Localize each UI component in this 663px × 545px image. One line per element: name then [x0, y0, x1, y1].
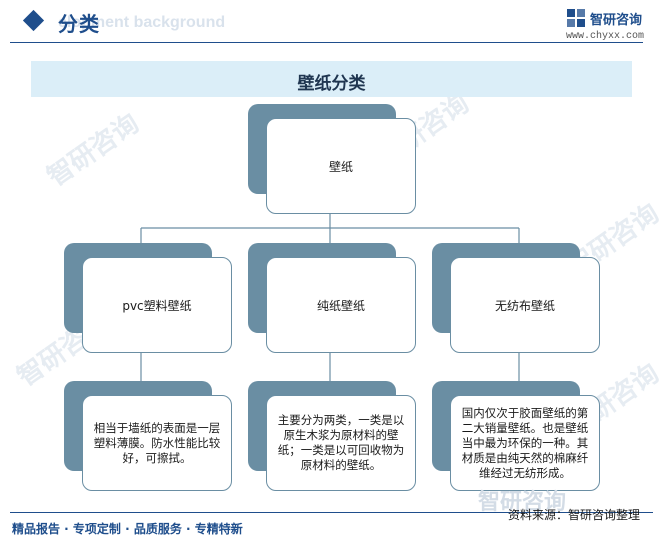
description-node: 主要分为两类，一类是以原生木浆为原材料的壁纸；一类是以可回收物为原材料的壁纸。	[248, 381, 416, 491]
description-node: 国内仅次于胶面壁纸的第二大销量壁纸。也是壁纸当中最为环保的一种。其材质是由纯天然…	[432, 381, 600, 491]
node-card: 国内仅次于胶面壁纸的第二大销量壁纸。也是壁纸当中最为环保的一种。其材质是由纯天然…	[450, 395, 600, 491]
footer-divider	[10, 512, 653, 513]
root-node-label: 壁纸	[328, 159, 353, 174]
category-description: 相当于墙纸的表面是一层塑料薄膜。防水性能比较好，可擦拭。	[93, 420, 221, 465]
diagram-title-band: 壁纸分类	[31, 61, 632, 97]
category-label: pvc塑料壁纸	[122, 298, 192, 313]
node-card: 主要分为两类，一类是以原生木浆为原材料的壁纸；一类是以可回收物为原材料的壁纸。	[266, 395, 416, 491]
watermark-logo-text: 智研咨询	[478, 490, 567, 515]
diagram-title: 壁纸分类	[297, 74, 366, 94]
category-label: 纯纸壁纸	[316, 298, 365, 313]
node-card: 纯纸壁纸	[266, 257, 416, 353]
category-label: 无纺布壁纸	[494, 298, 555, 313]
category-node: 无纺布壁纸	[432, 243, 600, 353]
category-node: 纯纸壁纸	[248, 243, 416, 353]
brand-name: 智研咨询	[590, 13, 643, 28]
header-divider	[10, 42, 643, 43]
page-header: elopment background 分类 智研咨询 www.chyxx.co…	[0, 0, 663, 44]
category-description: 主要分为两类，一类是以原生木浆为原材料的壁纸；一类是以可回收物为原材料的壁纸。	[277, 413, 405, 472]
category-node: pvc塑料壁纸	[64, 243, 232, 353]
page-title: 分类	[58, 12, 100, 36]
root-node: 壁纸	[248, 104, 416, 214]
source-note: 资料来源：智研咨询整理	[508, 508, 641, 522]
node-card: 相当于墙纸的表面是一层塑料薄膜。防水性能比较好，可擦拭。	[82, 395, 232, 491]
node-card: 壁纸	[266, 118, 416, 214]
footer-slogan: 精品报告 · 专项定制 · 品质服务 · 专精特新	[12, 522, 243, 536]
node-card: pvc塑料壁纸	[82, 257, 232, 353]
description-node: 相当于墙纸的表面是一层塑料薄膜。防水性能比较好，可擦拭。	[64, 381, 232, 491]
brand-url: www.chyxx.com	[566, 31, 645, 42]
node-card: 无纺布壁纸	[450, 257, 600, 353]
brand-logo-icon	[567, 9, 585, 27]
category-description: 国内仅次于胶面壁纸的第二大销量壁纸。也是壁纸当中最为环保的一种。其材质是由纯天然…	[461, 405, 589, 480]
